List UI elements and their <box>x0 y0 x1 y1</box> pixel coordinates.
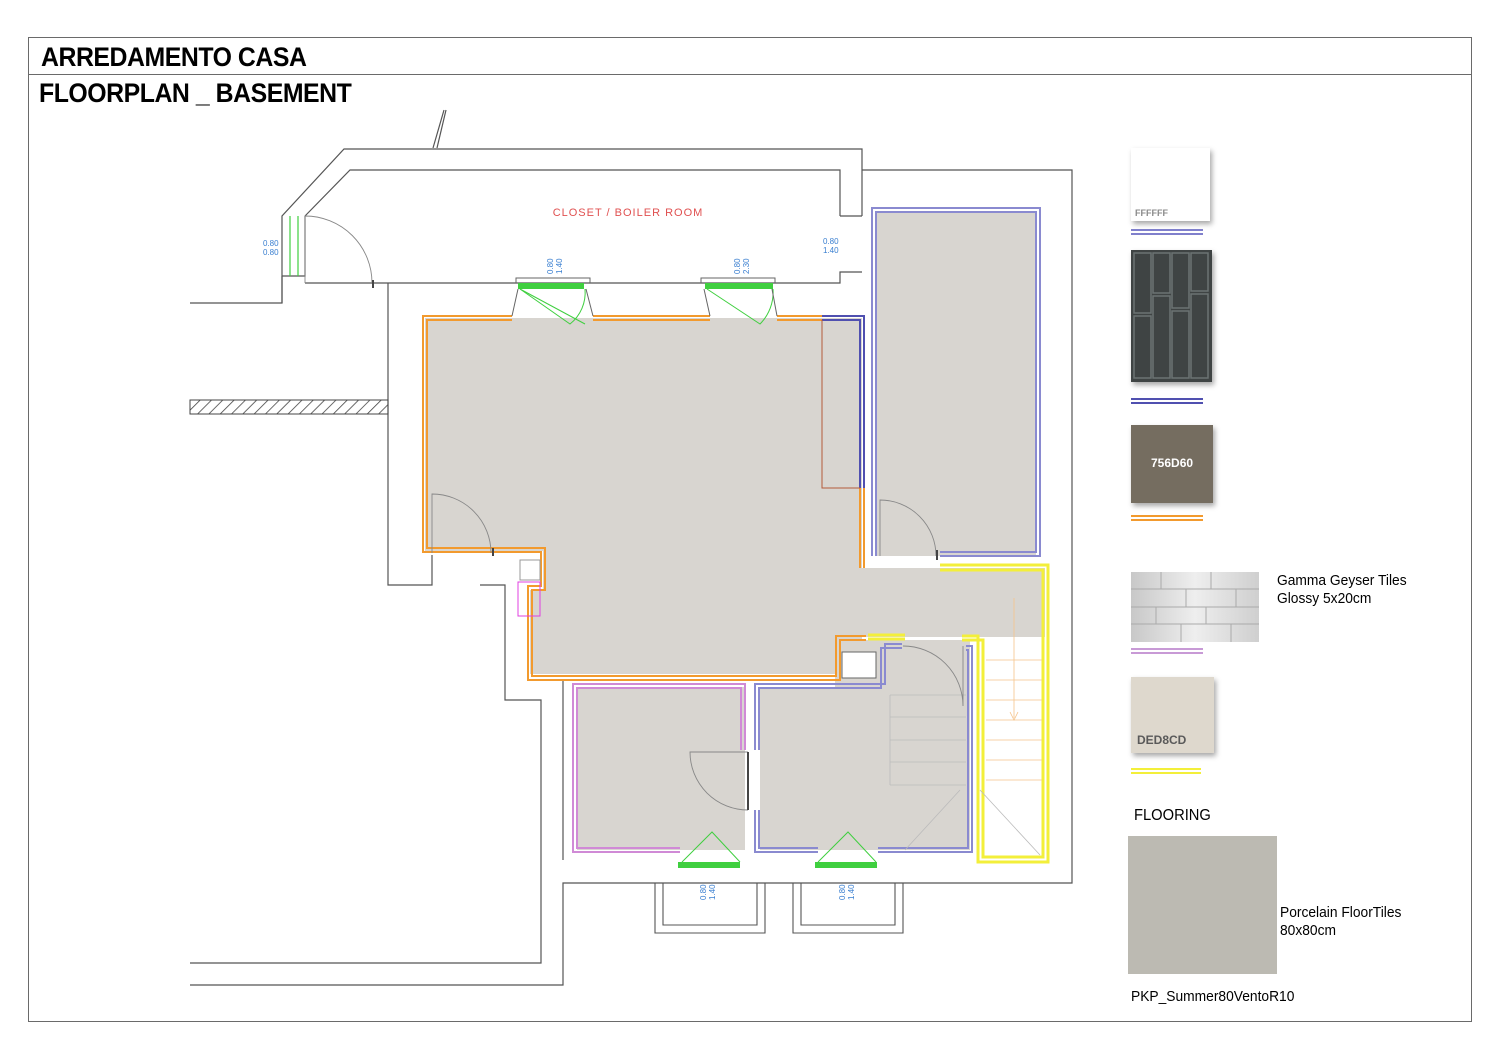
project-title: ARREDAMENTO CASA <box>41 42 307 72</box>
legend-line-white <box>1131 229 1203 235</box>
floor-label-2: 80x80cm <box>1280 922 1337 939</box>
swatch-brown: 756D60 <box>1131 425 1213 503</box>
blue-wall-outline <box>822 315 865 488</box>
svg-text:1.40: 1.40 <box>847 884 856 900</box>
dim-window-1: 0.80 <box>546 258 555 274</box>
legend-line-yellow <box>1131 768 1201 774</box>
lower-steps <box>889 694 1041 856</box>
magenta-fixture <box>517 581 541 617</box>
svg-text:2.30: 2.30 <box>742 258 751 274</box>
dim-right-opening: 0.80 <box>823 237 839 246</box>
swatch-code: FFFFFF <box>1135 208 1168 218</box>
svg-text:1.40: 1.40 <box>708 884 717 900</box>
room-label: CLOSET / BOILER ROOM <box>553 207 704 219</box>
bay-windows <box>654 883 904 934</box>
legend-line-dark <box>1131 398 1203 404</box>
hatched-wall <box>189 399 389 415</box>
orange-wall-outline <box>422 315 866 681</box>
drawing-sheet: ARREDAMENTO CASA FLOORPLAN _ BASEMENT <box>28 37 1472 1022</box>
floor-tile-swatch <box>1128 836 1277 974</box>
floor-label-1: Porcelain FloorTiles <box>1280 904 1402 921</box>
swatch-beige: DED8CD <box>1131 677 1214 753</box>
light-tile-texture <box>1131 572 1259 642</box>
yellow-wall-outline <box>868 563 1050 864</box>
small-fixture <box>519 559 541 581</box>
flooring-heading: FLOORING <box>1134 807 1211 824</box>
door-leaves <box>372 280 938 810</box>
legend-line-pink <box>1131 648 1203 654</box>
lavender-wall-outline <box>754 207 1041 853</box>
floor-areas <box>425 212 1045 850</box>
windows <box>289 216 877 868</box>
swatch-white: FFFFFF <box>1131 148 1210 221</box>
geyser-label-2: Glossy 5x20cm <box>1277 590 1372 607</box>
doors <box>304 215 964 811</box>
window-frames <box>511 277 778 317</box>
swatch-code: DED8CD <box>1137 733 1187 747</box>
title-row: ARREDAMENTO CASA <box>29 38 1471 75</box>
staircase <box>986 598 1042 781</box>
dim-bottom-window-2: 0.80 <box>838 884 847 900</box>
geyser-label-1: Gamma Geyser Tiles <box>1277 572 1407 589</box>
dim-left-door: 0.80 <box>263 239 279 248</box>
pink-wall-outline <box>572 683 746 853</box>
swatch-code: 756D60 <box>1151 456 1194 470</box>
legend-line-orange <box>1131 515 1203 521</box>
svg-text:1.40: 1.40 <box>555 258 564 274</box>
dark-tile-texture <box>1133 252 1209 379</box>
swatch-dark-tile <box>1131 250 1212 382</box>
brown-partition <box>821 320 860 489</box>
dim-bottom-window-1: 0.80 <box>699 884 708 900</box>
fixture-box <box>841 651 877 679</box>
dim-window-2: 0.80 <box>733 258 742 274</box>
svg-text:0.80: 0.80 <box>263 248 279 257</box>
sheet-subtitle: FLOORPLAN _ BASEMENT <box>39 78 352 108</box>
floor-code: PKP_Summer80VentoR10 <box>1131 988 1295 1005</box>
svg-text:1.40: 1.40 <box>823 246 839 255</box>
swatch-geyser-tiles <box>1131 572 1259 642</box>
